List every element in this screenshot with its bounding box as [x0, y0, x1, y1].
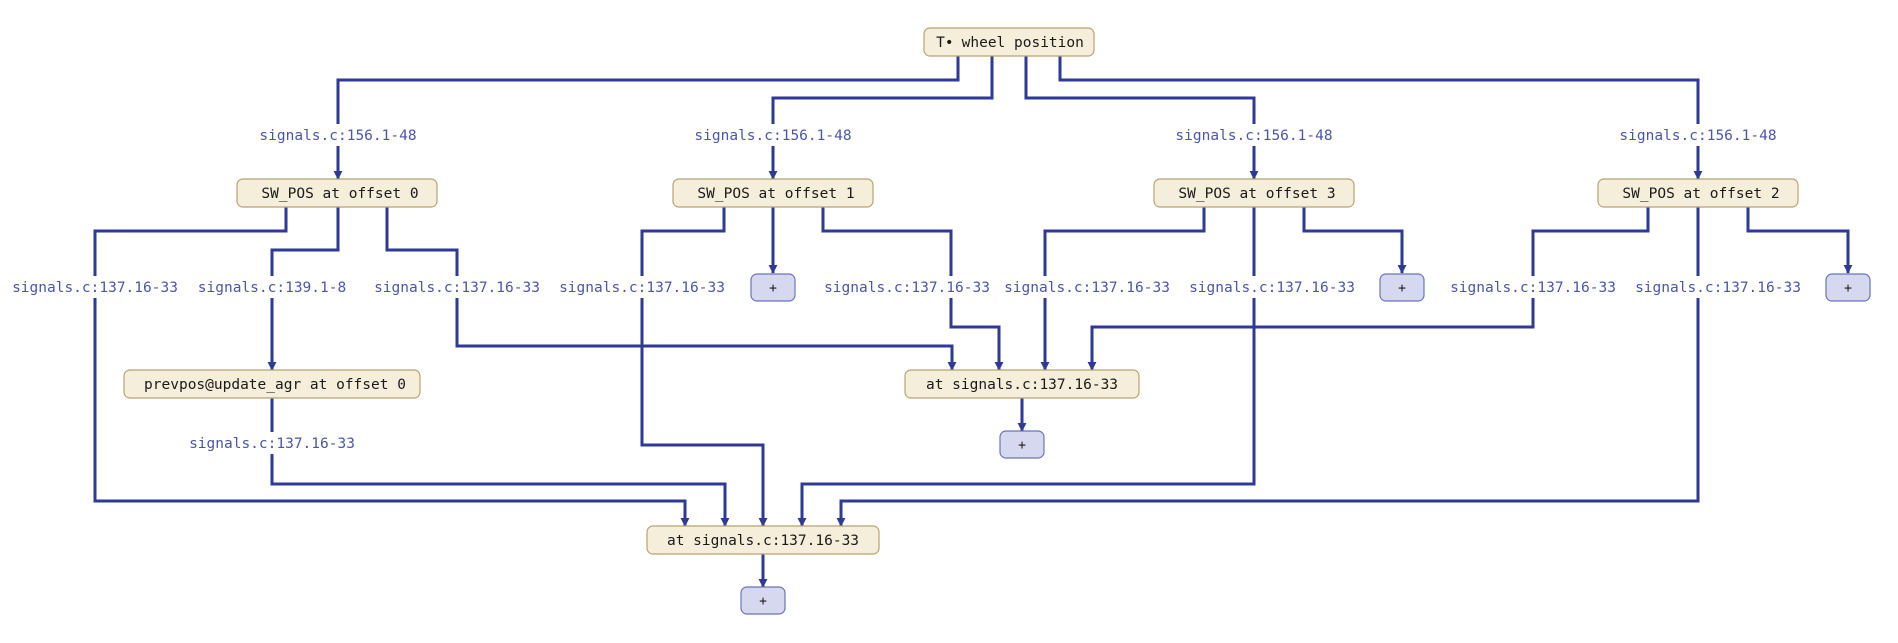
node-label: at signals.c:137.16-33 [667, 533, 859, 549]
expand-button-sw3[interactable]: + [1379, 273, 1425, 302]
node-label: prevpos@update_agr at offset 0 [144, 377, 406, 393]
edge-sw1-bottom [640, 207, 768, 527]
edge-label: signals.c:139.1-8 [198, 280, 346, 296]
edge-label: signals.c:156.1-48 [1175, 128, 1332, 144]
edge-sw0-prev [267, 207, 340, 371]
edge-sw2-plus [1746, 207, 1853, 274]
edge-sw3-mid [1040, 207, 1206, 371]
node-bottom-signals[interactable]: at signals.c:137.16-33 [646, 525, 880, 555]
plus-icon: + [769, 281, 777, 296]
node-label: SW_POS at offset 3 [1178, 186, 1335, 202]
edges [93, 56, 1853, 588]
plus-icon: + [1398, 281, 1406, 296]
edge-labels: signals.c:156.1-48 signals.c:156.1-48 si… [12, 124, 1801, 454]
edge-root-sw0 [333, 56, 960, 180]
edge-label: signals.c:137.16-33 [1189, 280, 1355, 296]
node-prevpos[interactable]: prevpos@update_agr at offset 0 [123, 369, 421, 399]
edge-label: signals.c:137.16-33 [189, 436, 355, 452]
edge-sw3-bottom [797, 207, 1256, 527]
node-mid-signals[interactable]: at signals.c:137.16-33 [904, 369, 1140, 399]
plus-icon: + [1844, 281, 1852, 296]
edge-label: signals.c:137.16-33 [1004, 280, 1170, 296]
node-label: at signals.c:137.16-33 [926, 377, 1118, 393]
tag-icon: T• [936, 35, 953, 51]
node-sw-pos-offset-1[interactable]: SW_POS at offset 1 [672, 178, 874, 208]
node-sw-pos-offset-3[interactable]: SW_POS at offset 3 [1153, 178, 1355, 208]
edge-label: signals.c:137.16-33 [559, 280, 725, 296]
expand-button-bottom[interactable]: + [740, 586, 786, 615]
expand-button-sw1[interactable]: + [750, 273, 796, 302]
edge-root-sw2 [1058, 56, 1703, 180]
root-node-label: wheel position [962, 35, 1084, 51]
root-node-wheel-position[interactable]: T• wheel position [923, 27, 1095, 57]
node-sw-pos-offset-2[interactable]: SW_POS at offset 2 [1597, 178, 1799, 208]
svg-text:T•wheel position: T• wheel position [936, 35, 1084, 51]
edge-label: signals.c:137.16-33 [12, 280, 178, 296]
edge-label: signals.c:137.16-33 [374, 280, 540, 296]
edge-label: signals.c:137.16-33 [1635, 280, 1801, 296]
node-sw-pos-offset-0[interactable]: SW_POS at offset 0 [236, 178, 438, 208]
edge-label: signals.c:156.1-48 [259, 128, 416, 144]
plus-icon: + [1018, 438, 1026, 453]
expand-button-sw2[interactable]: + [1825, 273, 1871, 302]
edge-sw0-bottom-a [93, 207, 690, 527]
edge-label: signals.c:137.16-33 [1450, 280, 1616, 296]
expand-button-mid[interactable]: + [999, 430, 1045, 459]
edge-sw2-bottom [836, 207, 1700, 527]
edge-prev-bottom [270, 398, 730, 527]
node-label: SW_POS at offset 0 [261, 186, 418, 202]
plus-icon: + [759, 594, 767, 609]
node-label: SW_POS at offset 2 [1622, 186, 1779, 202]
edge-sw3-plus [1302, 207, 1407, 274]
edge-label: signals.c:156.1-48 [1619, 128, 1776, 144]
edge-label: signals.c:137.16-33 [824, 280, 990, 296]
edge-label: signals.c:156.1-48 [694, 128, 851, 144]
node-label: SW_POS at offset 1 [697, 186, 854, 202]
